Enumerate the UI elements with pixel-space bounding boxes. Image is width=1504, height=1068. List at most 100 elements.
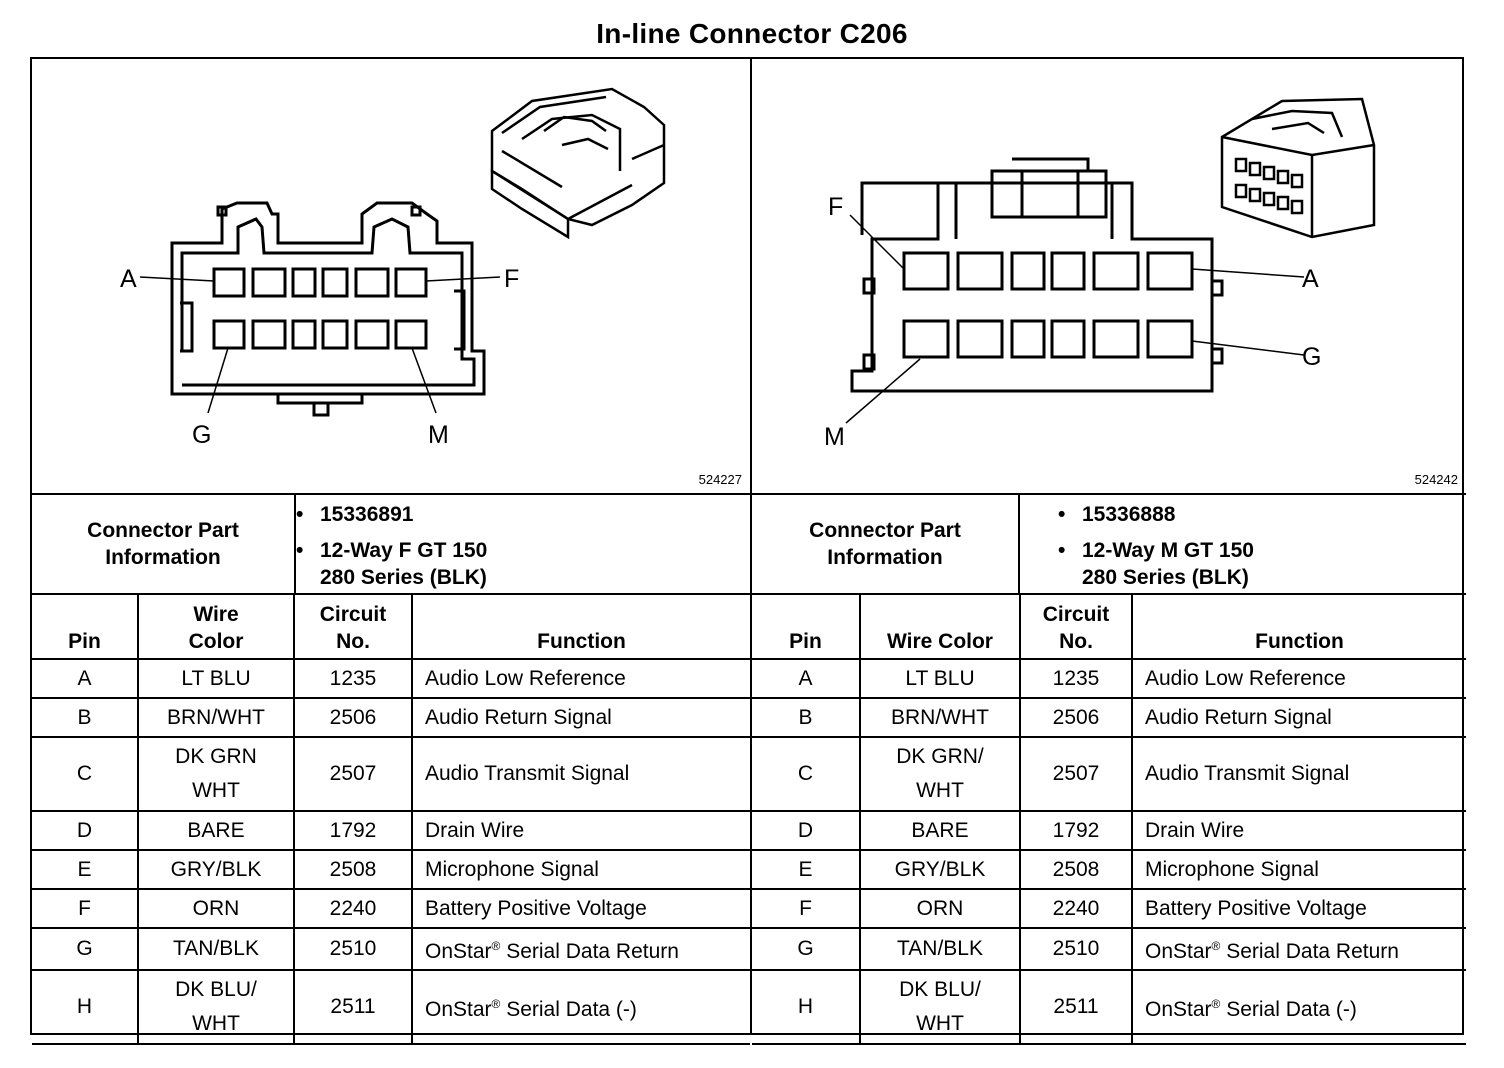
cell-pin: H xyxy=(752,969,861,1045)
cell-function: OnStar® Serial Data Return xyxy=(1131,927,1466,971)
cell-pin: E xyxy=(32,849,139,890)
cell-wire-color: TAN/BLK xyxy=(137,927,295,971)
male-connector-panel: F A G M 524242 Connector Part Informatio… xyxy=(750,59,1466,1045)
function-text: OnStar xyxy=(425,940,492,963)
function-text-tail: Serial Data Return xyxy=(500,940,679,963)
cell-function: Battery Positive Voltage xyxy=(1131,888,1466,929)
male-connector-isometric xyxy=(1220,97,1376,239)
cell-function: Drain Wire xyxy=(411,810,750,851)
cell-pin: B xyxy=(32,697,139,738)
wire-color-line1: BRN/WHT xyxy=(167,705,265,729)
cell-wire-color: BARE xyxy=(137,810,295,851)
cell-function: Drain Wire xyxy=(1131,810,1466,851)
wire-color-line1: LT BLU xyxy=(905,666,975,690)
cell-circuit: 2506 xyxy=(293,697,413,738)
col-header-wire-color: Wire Color xyxy=(859,595,1021,660)
callout-g-label: G xyxy=(192,421,211,449)
cell-circuit: 2240 xyxy=(1019,888,1133,929)
callout-f-label: F xyxy=(828,193,843,221)
bullet-icon: • xyxy=(1058,539,1066,562)
table-row: G TAN/BLK 2510 OnStar® Serial Data Return xyxy=(32,927,750,971)
connector-part-info: Connector Part Information •15336888 •12… xyxy=(752,495,1466,595)
function-text: OnStar xyxy=(1145,940,1212,963)
cell-pin: G xyxy=(32,927,139,971)
col-header-pin: Pin xyxy=(32,595,139,660)
female-connector-drawing: A F G M xyxy=(120,87,666,449)
part-info-label-line1: Connector Part xyxy=(87,519,239,542)
part-info-list: •15336891 •12-Way F GT 150 280 Series (B… xyxy=(296,501,487,591)
cell-pin: B xyxy=(752,697,861,738)
cell-circuit: 2507 xyxy=(1019,736,1133,812)
connector-part-info: Connector Part Information •15336891 •12… xyxy=(32,495,750,595)
part-info-label: Connector Part Information xyxy=(32,495,296,593)
part-info-label-line1: Connector Part xyxy=(809,519,961,542)
pin-cavities-female xyxy=(212,267,428,350)
wire-color-line1: TAN/BLK xyxy=(897,937,983,960)
part-info-list: •15336888 •12-Way M GT 150 280 Series (B… xyxy=(1058,501,1254,591)
wire-color-line1: BARE xyxy=(187,818,245,842)
cell-circuit: 2508 xyxy=(1019,849,1133,890)
wire-color-line2: WHT xyxy=(916,779,964,802)
wire-color-line1: TAN/BLK xyxy=(173,937,259,960)
male-connector-diagram: F A G M 524242 xyxy=(752,59,1466,495)
pin-cavities-male xyxy=(902,251,1194,359)
cell-circuit: 1235 xyxy=(293,658,413,699)
function-text: Battery Positive Voltage xyxy=(425,896,647,920)
wire-color-line2: WHT xyxy=(916,1012,964,1035)
cell-function: Microphone Signal xyxy=(1131,849,1466,890)
callout-f-label: F xyxy=(504,265,519,293)
registered-mark: ® xyxy=(491,939,501,953)
cell-circuit: 1792 xyxy=(293,810,413,851)
cell-circuit: 2510 xyxy=(293,927,413,971)
part-description-line1: 12-Way M GT 150 xyxy=(1082,539,1254,562)
wire-color-line1: LT BLU xyxy=(181,666,251,690)
cell-wire-color: GRY/BLK xyxy=(859,849,1021,890)
part-number: 15336888 xyxy=(1082,503,1176,526)
wire-color-line1: BRN/WHT xyxy=(891,705,989,729)
function-text: Microphone Signal xyxy=(425,857,599,881)
cell-circuit: 2507 xyxy=(293,736,413,812)
cell-circuit: 2511 xyxy=(1019,969,1133,1045)
function-text: Audio Low Reference xyxy=(1145,666,1346,690)
cell-circuit: 2506 xyxy=(1019,697,1133,738)
cell-circuit: 2240 xyxy=(293,888,413,929)
cell-wire-color: ORN xyxy=(137,888,295,929)
connector-sheet: A F G M 524227 Connector Part Informatio… xyxy=(30,57,1466,1045)
cell-function: OnStar® Serial Data (-) xyxy=(411,969,750,1045)
function-text: OnStar xyxy=(425,998,492,1021)
cell-function: Audio Transmit Signal xyxy=(411,736,750,812)
wire-color-line1: DK GRN/ xyxy=(896,745,984,768)
cell-wire-color: BARE xyxy=(859,810,1021,851)
cell-circuit: 1235 xyxy=(1019,658,1133,699)
cell-pin: D xyxy=(752,810,861,851)
cell-pin: F xyxy=(32,888,139,929)
function-text: Audio Low Reference xyxy=(425,666,626,690)
cell-function: Audio Low Reference xyxy=(411,658,750,699)
cell-wire-color: GRY/BLK xyxy=(137,849,295,890)
wire-color-line1: BARE xyxy=(911,818,969,842)
page-title: In-line Connector C206 xyxy=(596,18,908,49)
cell-wire-color: DK GRN/WHT xyxy=(859,736,1021,812)
function-text: Audio Transmit Signal xyxy=(1145,762,1350,785)
function-text-tail: Serial Data Return xyxy=(1220,940,1399,963)
cell-wire-color: DK BLU/WHT xyxy=(859,969,1021,1045)
cell-pin: D xyxy=(32,810,139,851)
cell-circuit: 2511 xyxy=(293,969,413,1045)
